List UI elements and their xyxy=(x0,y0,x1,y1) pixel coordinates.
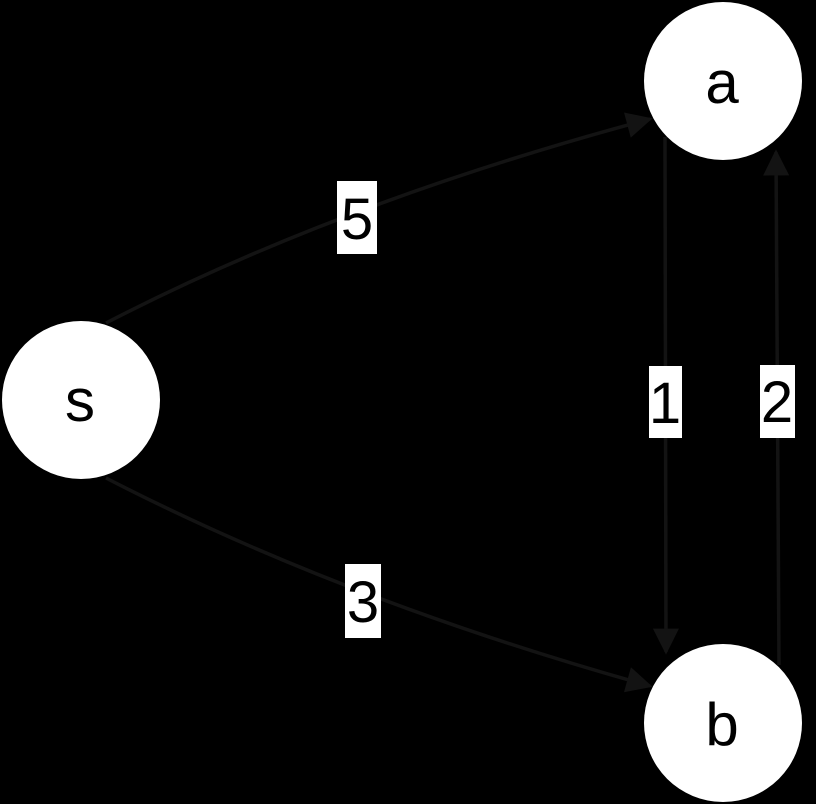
edge-b-a-weight-box xyxy=(760,365,795,438)
node-a-circle xyxy=(644,2,802,160)
node-a-label: a xyxy=(705,49,739,116)
edge-b-a-weight-label: 2 xyxy=(761,370,793,435)
edge-s-a-weight: 5 xyxy=(337,181,377,254)
edge-a-b-weight-label: 1 xyxy=(649,371,681,436)
edge-s-a-weight-box xyxy=(337,181,377,254)
edge-s-b-weight-box xyxy=(345,564,381,638)
node-s-label: s xyxy=(65,367,95,434)
node-b: b xyxy=(644,644,802,802)
edge-s-b-weight-label: 3 xyxy=(347,570,379,635)
node-s-circle xyxy=(2,321,160,479)
edge-b-a-weight: 2 xyxy=(760,365,795,438)
node-s: s xyxy=(2,321,160,479)
node-b-label: b xyxy=(705,691,738,758)
edge-s-b-weight: 3 xyxy=(345,564,381,638)
edge-s-a-weight-label: 5 xyxy=(341,187,373,252)
node-b-circle xyxy=(644,644,802,802)
edge-a-b-weight-box xyxy=(649,366,682,438)
edge-a-b-weight: 1 xyxy=(649,366,682,438)
node-a: a xyxy=(644,2,802,160)
